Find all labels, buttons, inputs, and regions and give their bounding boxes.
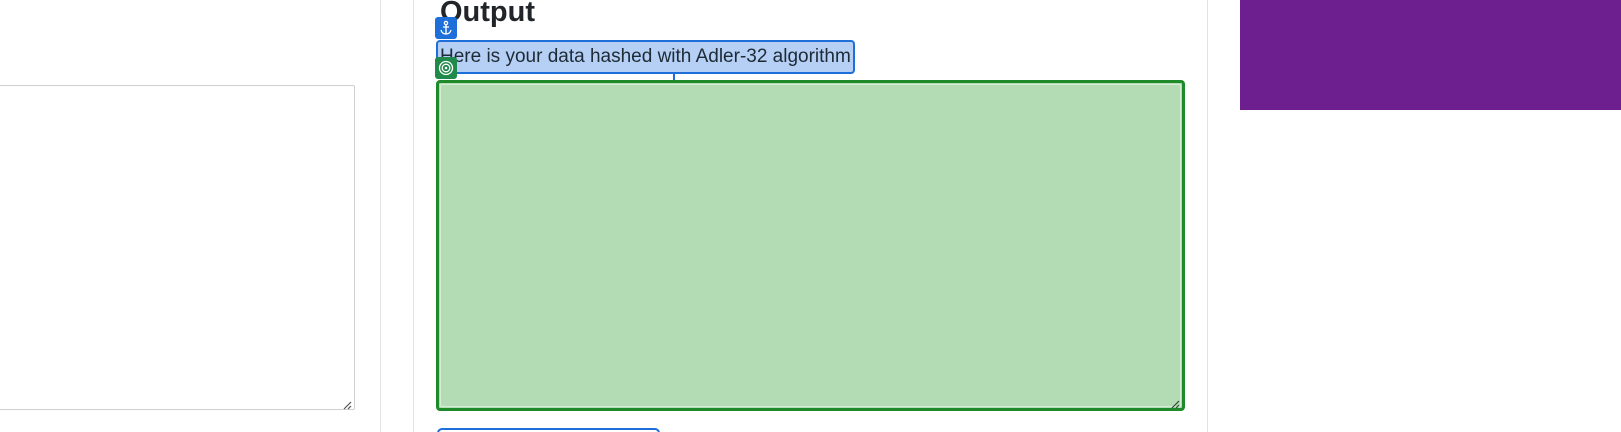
output-card: Output Here is your data hashed with Adl… [413,0,1208,432]
output-textarea[interactable] [436,80,1185,411]
connector-line [673,74,675,80]
anchor-icon [435,17,457,39]
output-description: Here is your data hashed with Adler-32 a… [436,40,855,74]
resize-grip-icon[interactable] [342,397,352,410]
advertisement-block[interactable] [1240,0,1621,110]
input-textarea[interactable] [0,85,355,410]
output-textarea-edge [440,84,1181,407]
input-panel [0,0,381,432]
target-icon [435,57,457,79]
resize-grip-icon[interactable] [1170,396,1180,409]
copy-button[interactable] [437,428,660,432]
